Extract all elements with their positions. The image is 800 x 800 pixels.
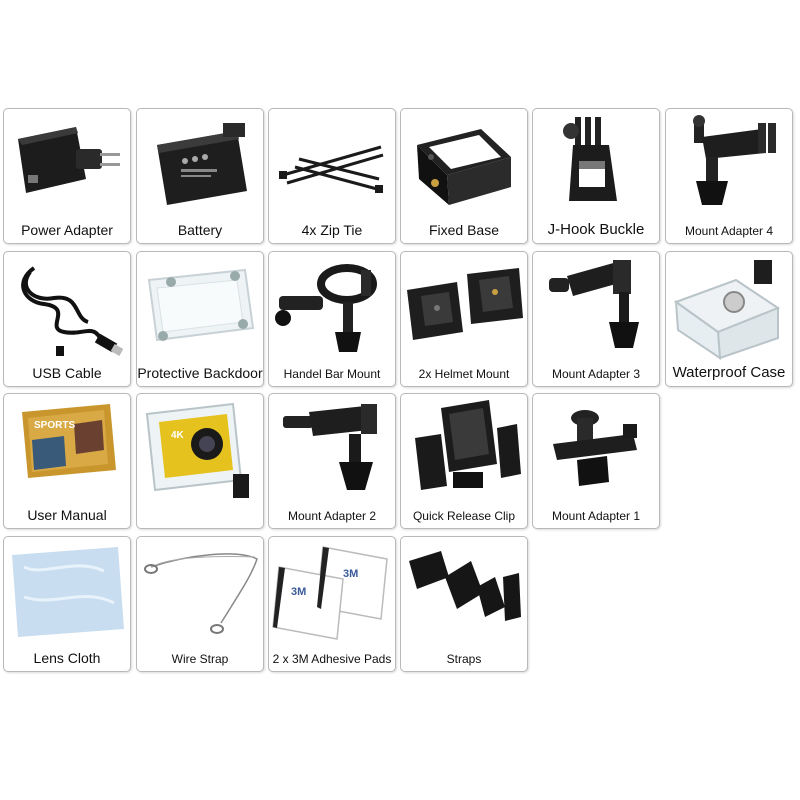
item-label: User Manual [27, 507, 107, 523]
wire-strap-icon [144, 553, 258, 634]
backdoor-icon [147, 268, 255, 342]
usb-cable-icon [21, 266, 124, 356]
mount-adapter-icon [283, 404, 377, 490]
action-camera-icon: 4K [145, 402, 249, 498]
item-label: Mount Adapter 4 [684, 224, 774, 238]
item-lens-cloth: Lens Cloth [3, 536, 131, 672]
item-label: Quick Release Clip [412, 509, 516, 523]
item-quick-release-clip: Quick Release Clip [400, 393, 528, 529]
item-usb-cable: USB Cable [3, 251, 131, 387]
item-action-camera: 4K [136, 393, 264, 529]
quick-release-clip-icon [415, 400, 521, 490]
camera-badge: 4K [171, 430, 185, 441]
item-label: USB Cable [32, 365, 102, 381]
item-mount-adapter-1: Mount Adapter 1 [532, 393, 660, 529]
helmet-mount-icon [407, 268, 523, 340]
pad-brand-mark: 3M [343, 568, 358, 580]
item-label: Straps [446, 652, 482, 666]
item-helmet-mount: 2x Helmet Mount [400, 251, 528, 387]
item-label: Power Adapter [21, 222, 113, 238]
item-battery: Battery [136, 108, 264, 244]
mount-adapter-icon [553, 410, 637, 486]
handlebar-mount-icon [275, 264, 377, 352]
item-label: 4x Zip Tie [301, 222, 363, 238]
item-label: Fixed Base [428, 222, 500, 238]
item-label: 2x Helmet Mount [418, 367, 510, 381]
j-hook-buckle-icon [563, 117, 617, 201]
item-label: Battery [177, 222, 223, 238]
mount-adapter-icon [549, 260, 639, 348]
item-label: Mount Adapter 1 [551, 509, 641, 523]
item-handlebar-mount: Handel Bar Mount [268, 251, 396, 387]
straps-icon [409, 551, 521, 621]
item-label: Mount Adapter 2 [287, 509, 377, 523]
item-label: Lens Cloth [33, 650, 101, 666]
item-label: Mount Adapter 3 [551, 367, 641, 381]
adhesive-pads-icon: 3M 3M [272, 546, 388, 640]
item-power-adapter: Power Adapter [3, 108, 131, 244]
item-label: 2 x 3M Adhesive Pads [272, 652, 392, 666]
item-fixed-base: Fixed Base [400, 108, 528, 244]
item-adhesive-pads: 3M 3M 2 x 3M Adhesive Pads [268, 536, 396, 672]
item-user-manual: SPORTS User Manual [3, 393, 131, 529]
manual-cover-title: SPORTS [34, 420, 75, 431]
mount-adapter-icon [693, 115, 776, 205]
power-adapter-icon [18, 127, 120, 193]
item-label: J-Hook Buckle [547, 221, 645, 238]
lens-cloth-icon [12, 547, 124, 637]
item-label: Handel Bar Mount [283, 367, 381, 381]
item-label: Protective Backdoor [137, 365, 263, 381]
battery-icon [157, 123, 247, 205]
pad-brand-mark: 3M [291, 586, 306, 598]
waterproof-case-icon [673, 260, 781, 360]
item-label: Waterproof Case [672, 364, 786, 381]
item-mount-adapter-2: Mount Adapter 2 [268, 393, 396, 529]
item-wire-strap: Wire Strap [136, 536, 264, 672]
item-zip-tie: 4x Zip Tie [268, 108, 396, 244]
fixed-base-icon [417, 129, 511, 205]
item-j-hook-buckle: J-Hook Buckle [532, 108, 660, 244]
item-protective-backdoor: Protective Backdoor [136, 251, 264, 387]
item-straps: Straps [400, 536, 528, 672]
zip-tie-icon [279, 145, 384, 193]
item-label: Wire Strap [171, 652, 229, 666]
item-waterproof-case: Waterproof Case [665, 251, 793, 387]
item-mount-adapter-4: Mount Adapter 4 [665, 108, 793, 244]
item-mount-adapter-3: Mount Adapter 3 [532, 251, 660, 387]
user-manual-icon: SPORTS [22, 404, 116, 478]
